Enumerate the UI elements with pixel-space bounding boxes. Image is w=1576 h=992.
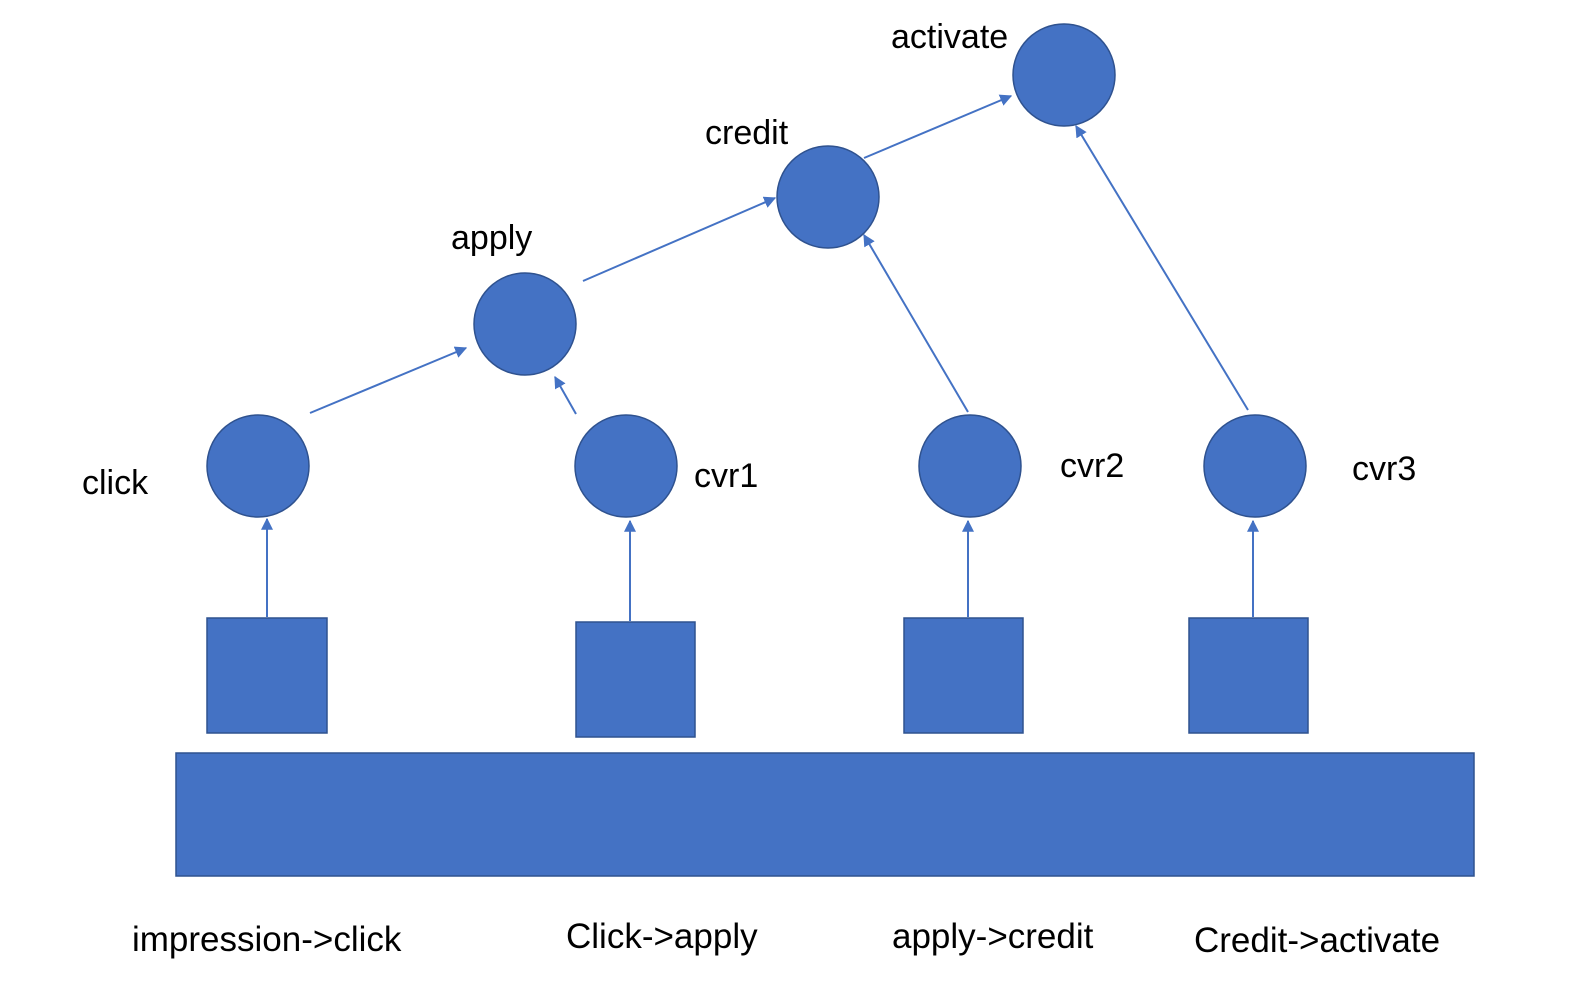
label-cvr2: cvr2 xyxy=(1060,447,1124,485)
edge-credit-to-activate xyxy=(863,94,1013,159)
node-activate xyxy=(1012,23,1116,127)
edge-cvr2-to-credit xyxy=(863,233,969,413)
node-cvr3 xyxy=(1203,414,1307,518)
task-label-click-apply: Click->apply xyxy=(566,917,758,956)
node-click xyxy=(206,414,310,518)
tower-block-click-apply xyxy=(575,621,696,738)
node-cvr2 xyxy=(918,414,1022,518)
edge-apply-to-credit xyxy=(582,196,777,282)
node-credit xyxy=(776,145,880,249)
label-credit: credit xyxy=(705,114,789,152)
node-apply xyxy=(473,272,577,376)
task-label-credit-activate: Credit->activate xyxy=(1194,921,1440,960)
label-cvr1: cvr1 xyxy=(694,457,758,495)
shared-bottom-layer xyxy=(175,752,1475,877)
edge-click-to-apply xyxy=(309,346,468,414)
edge-cvr3-to-activate xyxy=(1075,124,1249,411)
label-activate: activate xyxy=(891,18,1008,56)
tower-block-apply-credit xyxy=(903,617,1024,734)
tower-block-credit-activate xyxy=(1188,617,1309,734)
node-cvr1 xyxy=(574,414,678,518)
task-label-impression-click: impression->click xyxy=(132,920,402,959)
label-cvr3: cvr3 xyxy=(1352,450,1416,488)
tower-block-impression-click xyxy=(206,617,328,734)
task-label-apply-credit: apply->credit xyxy=(892,917,1094,956)
label-apply: apply xyxy=(451,219,532,257)
label-click: click xyxy=(82,464,149,502)
edge-cvr1-to-apply xyxy=(554,375,577,415)
